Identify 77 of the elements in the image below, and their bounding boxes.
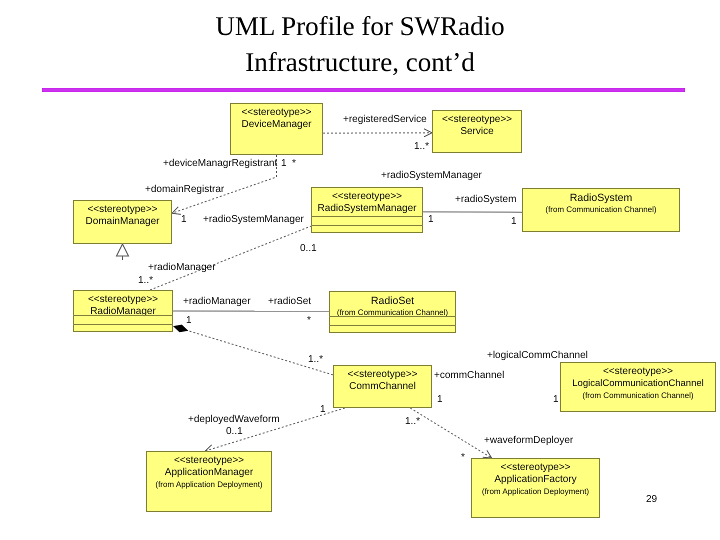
multiplicity: 1..* (405, 416, 420, 427)
class-box (432, 110, 522, 153)
stereotype-label: <<stereotype>> (172, 455, 246, 467)
class-name: LogicalCommunicationChannel (571, 378, 705, 390)
dependency-line (410, 408, 492, 458)
multiplicity: 1..* (414, 141, 430, 152)
multiplicity: 1 (437, 394, 443, 405)
class-name: DomainManager (84, 216, 160, 228)
association-line (422, 211, 522, 213)
role-name: +radioSystem (455, 194, 516, 205)
class-box (146, 451, 272, 512)
role-name: +waveformDeployer (484, 435, 574, 446)
class-box (522, 188, 680, 232)
multiplicity: 1 (186, 315, 192, 326)
class-name: RadioManager (89, 306, 157, 318)
package-note: (from Communication Channel) (336, 307, 450, 318)
class-box (311, 187, 423, 233)
slide-title: UML Profile for SWRadio Infrastructure, cont’d (214, 10, 506, 79)
class-name: RadioSystemManager (316, 203, 418, 215)
role-name: +radioManager (148, 262, 216, 273)
multiplicity: 1 (281, 158, 287, 169)
class-name: ApplicationFactory (493, 474, 578, 486)
class-name: DeviceManager (240, 119, 313, 131)
class-box (560, 362, 716, 412)
multiplicity: 1 (511, 216, 517, 227)
role-name: +domainRegistrar (145, 184, 224, 195)
stereotype-label: <<stereotype>> (86, 294, 160, 306)
package-note: (from Application Deployment) (480, 486, 590, 497)
role-name: +deployedWaveform (188, 414, 280, 425)
multiplicity: * (292, 158, 296, 169)
role-name: +commChannel (434, 370, 504, 381)
package-note: (from Application Deployment) (154, 479, 264, 490)
multiplicity: * (307, 315, 311, 326)
multiplicity: 1..* (138, 275, 154, 286)
generalization-arrow (116, 244, 129, 260)
stereotype-label: <<stereotype>> (346, 369, 419, 381)
class-name: Service (459, 126, 495, 138)
stereotype-label: <<stereotype>> (240, 107, 313, 119)
role-name: +radioManager (183, 296, 251, 307)
class-box (73, 290, 173, 332)
class-name: ApplicationManager (164, 467, 254, 479)
dependency-line (172, 154, 277, 215)
role-name: +logicalCommChannel (487, 350, 588, 361)
role-name: +radioSystemManager (203, 214, 304, 225)
class-name: RadioSet (370, 295, 416, 307)
multiplicity: 1..* (308, 354, 324, 365)
dependency-line (172, 324, 334, 376)
stereotype-label: <<stereotype>> (330, 191, 404, 203)
role-name: +radioSet (268, 296, 312, 307)
stereotype-label: <<stereotype>> (440, 114, 514, 126)
stereotype-label: <<stereotype>> (602, 366, 674, 378)
multiplicity: 1 (181, 214, 187, 225)
role-name: +deviceManagrRegistrant (163, 158, 278, 169)
package-note: (from Communication Channel) (544, 204, 658, 215)
dependency-line (204, 408, 346, 453)
role-name: +registeredService (343, 114, 427, 125)
stereotype-label: <<stereotype>> (499, 462, 572, 474)
multiplicity: 1 (428, 214, 434, 225)
class-box (73, 200, 172, 244)
role-name: +radioSystemManager (381, 170, 482, 181)
class-box (230, 103, 323, 155)
stereotype-label: <<stereotype>> (86, 204, 159, 216)
class-name: CommChannel (348, 381, 417, 393)
multiplicity: 0..1 (300, 243, 317, 254)
class-name: RadioSystem (568, 192, 634, 204)
multiplicity: 1 (320, 404, 326, 415)
multiplicity: 0..1 (226, 426, 243, 437)
multiplicity: 1 (553, 394, 559, 405)
class-box (333, 365, 432, 408)
class-box (329, 291, 456, 333)
page-number: 29 (646, 494, 658, 505)
association-line (172, 310, 330, 312)
dependency-line (150, 226, 312, 290)
dependency-line (322, 128, 432, 138)
multiplicity: * (461, 452, 465, 463)
package-note: (from Communication Channel) (581, 390, 695, 401)
class-box (471, 458, 600, 518)
